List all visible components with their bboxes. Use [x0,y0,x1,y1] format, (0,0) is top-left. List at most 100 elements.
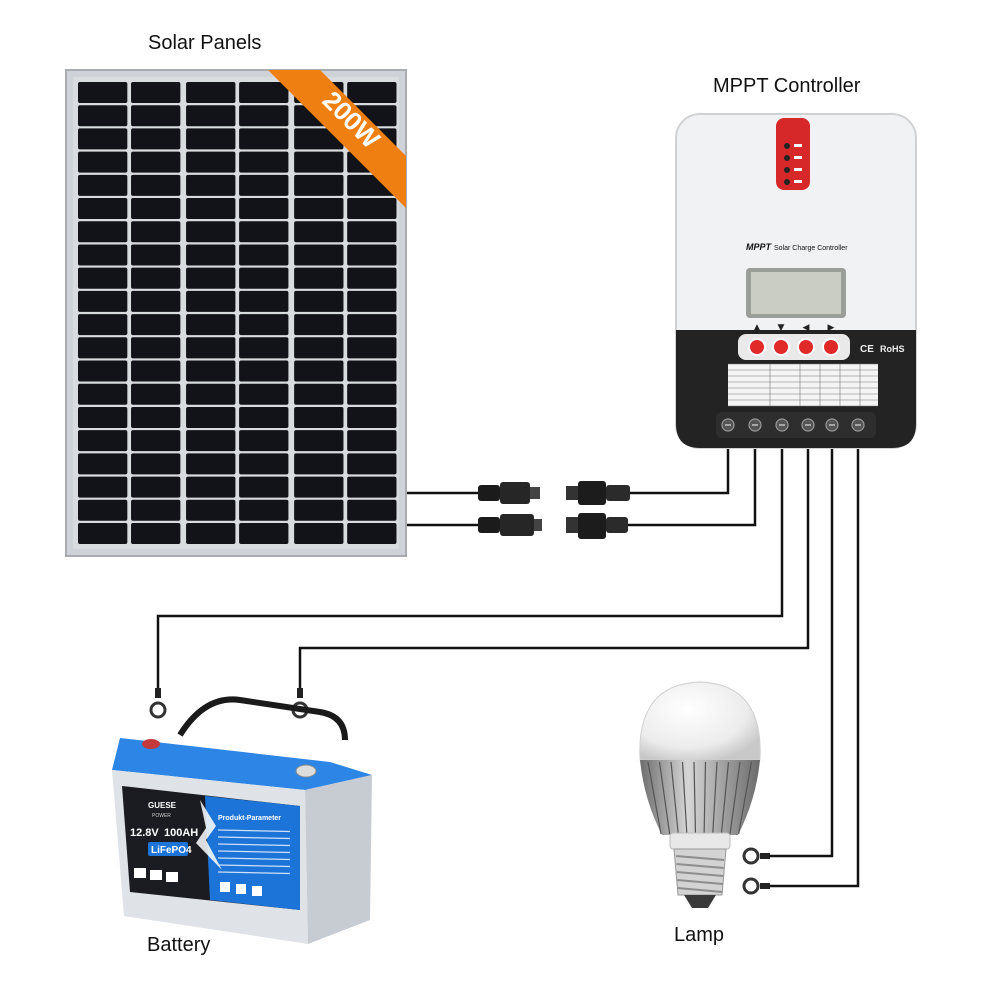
solar-cell [131,453,181,475]
panel-surface [73,77,399,549]
battery-chem: LiFePO4 [151,845,192,856]
solar-cell [347,314,397,336]
solar-cell [131,82,181,104]
arrow-up: ▲ [754,323,761,333]
lamp-base [673,848,727,908]
mppt-controller: MPPT Solar Charge Controller ▲ ▼ ◀ ▶ CE … [675,113,917,449]
solar-cell [186,383,236,405]
solar-cell [131,360,181,382]
solar-cell [239,406,289,428]
solar-cell [347,360,397,382]
battery-lightning [196,800,222,870]
solar-cell [186,267,236,289]
solar-cell [186,476,236,498]
solar-cell [131,151,181,173]
mc4-male-top [478,482,540,504]
wires [156,448,860,888]
battery-cert-icons [134,868,262,896]
battery-brand-sub: POWER [152,813,171,819]
solar-cell [186,105,236,127]
solar-cell [239,430,289,452]
solar-cell [78,453,128,475]
solar-cell [78,499,128,521]
battery-capacity: 100AH [164,827,198,839]
solar-cell [294,522,344,544]
lamp-terminal-2 [742,877,770,895]
solar-cell [78,360,128,382]
solar-cell [78,105,128,127]
mc4-female-bottom [566,513,628,539]
solar-cell [239,198,289,220]
solar-cell [78,174,128,196]
lamp-globe [639,681,761,761]
solar-cell [239,314,289,336]
lamp-heatsink [640,760,760,835]
battery-label-caption: Battery [147,934,211,956]
solar-cell [186,314,236,336]
lamp [639,681,761,908]
battery-param-title: Produkt-Parameter [218,815,281,822]
battery-brand: GUESE [148,801,177,810]
button-arrows: ▲ ▼ ◀ ▶ [754,323,835,333]
solar-cell [186,453,236,475]
button-down[interactable] [772,338,790,356]
button-up[interactable] [748,338,766,356]
solar-cell [186,82,236,104]
solar-cell [78,290,128,312]
mc4-male-bottom [478,514,542,536]
solar-cell [131,430,181,452]
battery-spec: 12.8V [130,827,159,839]
spec-table [728,363,878,407]
solar-cell [239,360,289,382]
button-left[interactable] [797,338,815,356]
solar-cell [294,290,344,312]
panel-cells [78,82,397,544]
solar-cell [78,406,128,428]
solar-cell [78,476,128,498]
solar-cell [347,499,397,521]
terminal-strip [716,412,876,438]
solar-cell [239,244,289,266]
solar-cell [78,337,128,359]
button-right[interactable] [822,338,840,356]
solar-cell [131,290,181,312]
solar-cell [186,406,236,428]
solar-cell [186,499,236,521]
solar-cell [347,337,397,359]
solar-cell [78,128,128,150]
solar-cell [131,522,181,544]
battery-chem-box [148,842,188,856]
solar-cell [131,105,181,127]
mc4-female-top [566,481,630,505]
battery: GUESE POWER 12.8V 100AH LiFePO4 Produkt-… [112,696,372,944]
solar-cell [294,314,344,336]
solar-cell [347,198,397,220]
solar-cell [239,151,289,173]
solar-cell [131,128,181,150]
solar-cell [78,267,128,289]
solar-cell [294,267,344,289]
solar-cell [294,221,344,243]
lamp-wire-1 [768,448,834,858]
arrow-left: ◀ [803,323,810,333]
solar-cell [131,337,181,359]
controller-title: Solar Charge Controller [774,245,848,252]
solar-cell [347,290,397,312]
ce-mark: CE [860,344,874,355]
solar-cell [186,198,236,220]
solar-cell [186,128,236,150]
solar-cell [239,499,289,521]
solar-cell [186,244,236,266]
solar-cell [347,406,397,428]
solar-cell [131,406,181,428]
solar-cell [347,221,397,243]
solar-cell [294,128,344,150]
solar-cell [294,476,344,498]
solar-cell [239,174,289,196]
solar-cell [347,453,397,475]
solar-cell [294,360,344,382]
solar-panels-label: Solar Panels [148,32,262,54]
lamp-neck [669,832,731,850]
solar-cell [78,314,128,336]
battery-terminal-positive [142,739,160,749]
